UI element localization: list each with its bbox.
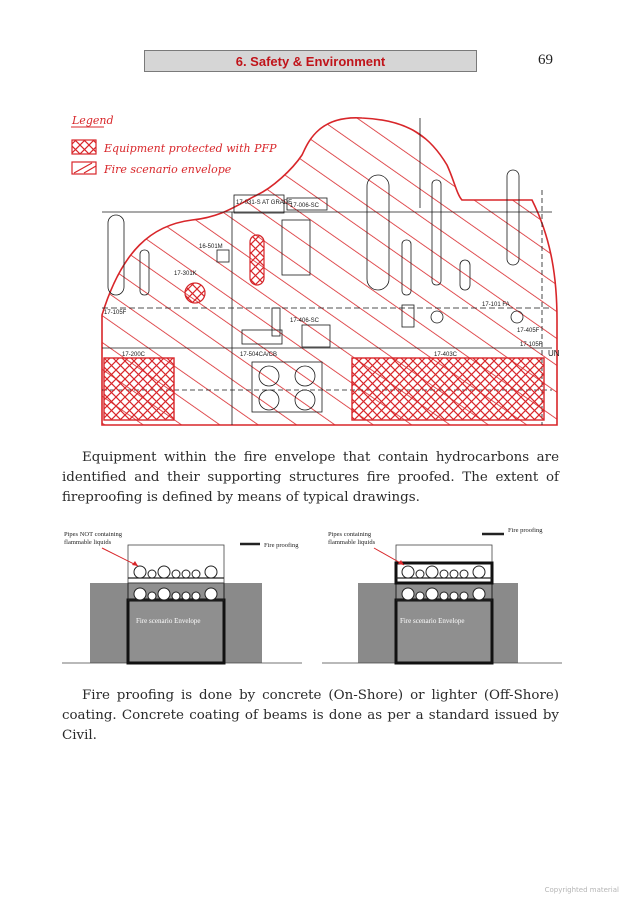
page-number: 69 bbox=[538, 52, 553, 68]
chapter-header-box: 6. Safety & Environment bbox=[144, 50, 477, 72]
tag: 17-105F bbox=[520, 342, 543, 348]
pfp-drum bbox=[184, 282, 206, 304]
body-paragraph-2: Fire proofing is done by concrete (On-Sh… bbox=[62, 688, 559, 743]
tag: 17-006-SC bbox=[290, 203, 320, 209]
legend-envelope-swatch bbox=[71, 161, 97, 175]
envelope-label: Fire scenario Envelope bbox=[136, 617, 201, 625]
tag: 17-105F bbox=[104, 310, 127, 316]
fireproofing-label: Fire proofing bbox=[264, 542, 299, 549]
tag: 17-405F bbox=[517, 328, 540, 334]
plot-plan-drawing: Legend Equipment protected with PFP Fire… bbox=[71, 114, 560, 426]
legend-pfp-label: Equipment protected with PFP bbox=[103, 142, 277, 155]
pipes-label-line2: flammable liquids bbox=[64, 539, 112, 546]
tag: 17-403C bbox=[434, 352, 458, 358]
legend: Legend Equipment protected with PFP Fire… bbox=[71, 114, 277, 176]
tag: UN bbox=[548, 349, 560, 358]
legend-pfp-swatch bbox=[71, 139, 97, 155]
tag: 17-101 FA bbox=[482, 302, 510, 308]
fireproofing-diagram-flammable: Pipes containing flammable liquids Fire … bbox=[322, 527, 562, 665]
tag: 17-301K bbox=[174, 271, 197, 277]
tag: 17-200C bbox=[122, 352, 146, 358]
body-paragraph-1: Equipment within the fire envelope that … bbox=[62, 450, 559, 505]
pfp-vessel bbox=[249, 234, 265, 286]
fireproofing-diagram-non-flammable: Pipes NOT containing flammable liquids F… bbox=[62, 531, 302, 665]
chapter-title: 6. Safety & Environment bbox=[235, 53, 386, 69]
pfp-block-left bbox=[103, 357, 175, 421]
tag: 16-501M bbox=[199, 244, 223, 250]
legend-envelope-label: Fire scenario envelope bbox=[103, 163, 232, 176]
legend-title: Legend bbox=[71, 114, 114, 127]
plan-linework bbox=[102, 118, 552, 425]
copyright-watermark: Copyrighted material bbox=[544, 886, 619, 894]
tag: 17-504CA/CB bbox=[240, 352, 277, 358]
pipes-label-line2: flammable liquids bbox=[328, 539, 376, 546]
pipes-label-line1: Pipes NOT containing bbox=[64, 531, 123, 538]
pipes-label-line1: Pipes containing bbox=[328, 531, 372, 538]
envelope-label: Fire scenario Envelope bbox=[400, 617, 465, 625]
pfp-block-right bbox=[351, 357, 545, 421]
tag: 17-031-S AT GRADE bbox=[236, 200, 292, 206]
fireproofing-label: Fire proofing bbox=[508, 527, 543, 534]
equipment-tags: 17-031-S AT GRADE 17-006-SC 16-501M 17-3… bbox=[104, 200, 560, 358]
tag: 17-406-SC bbox=[290, 318, 320, 324]
